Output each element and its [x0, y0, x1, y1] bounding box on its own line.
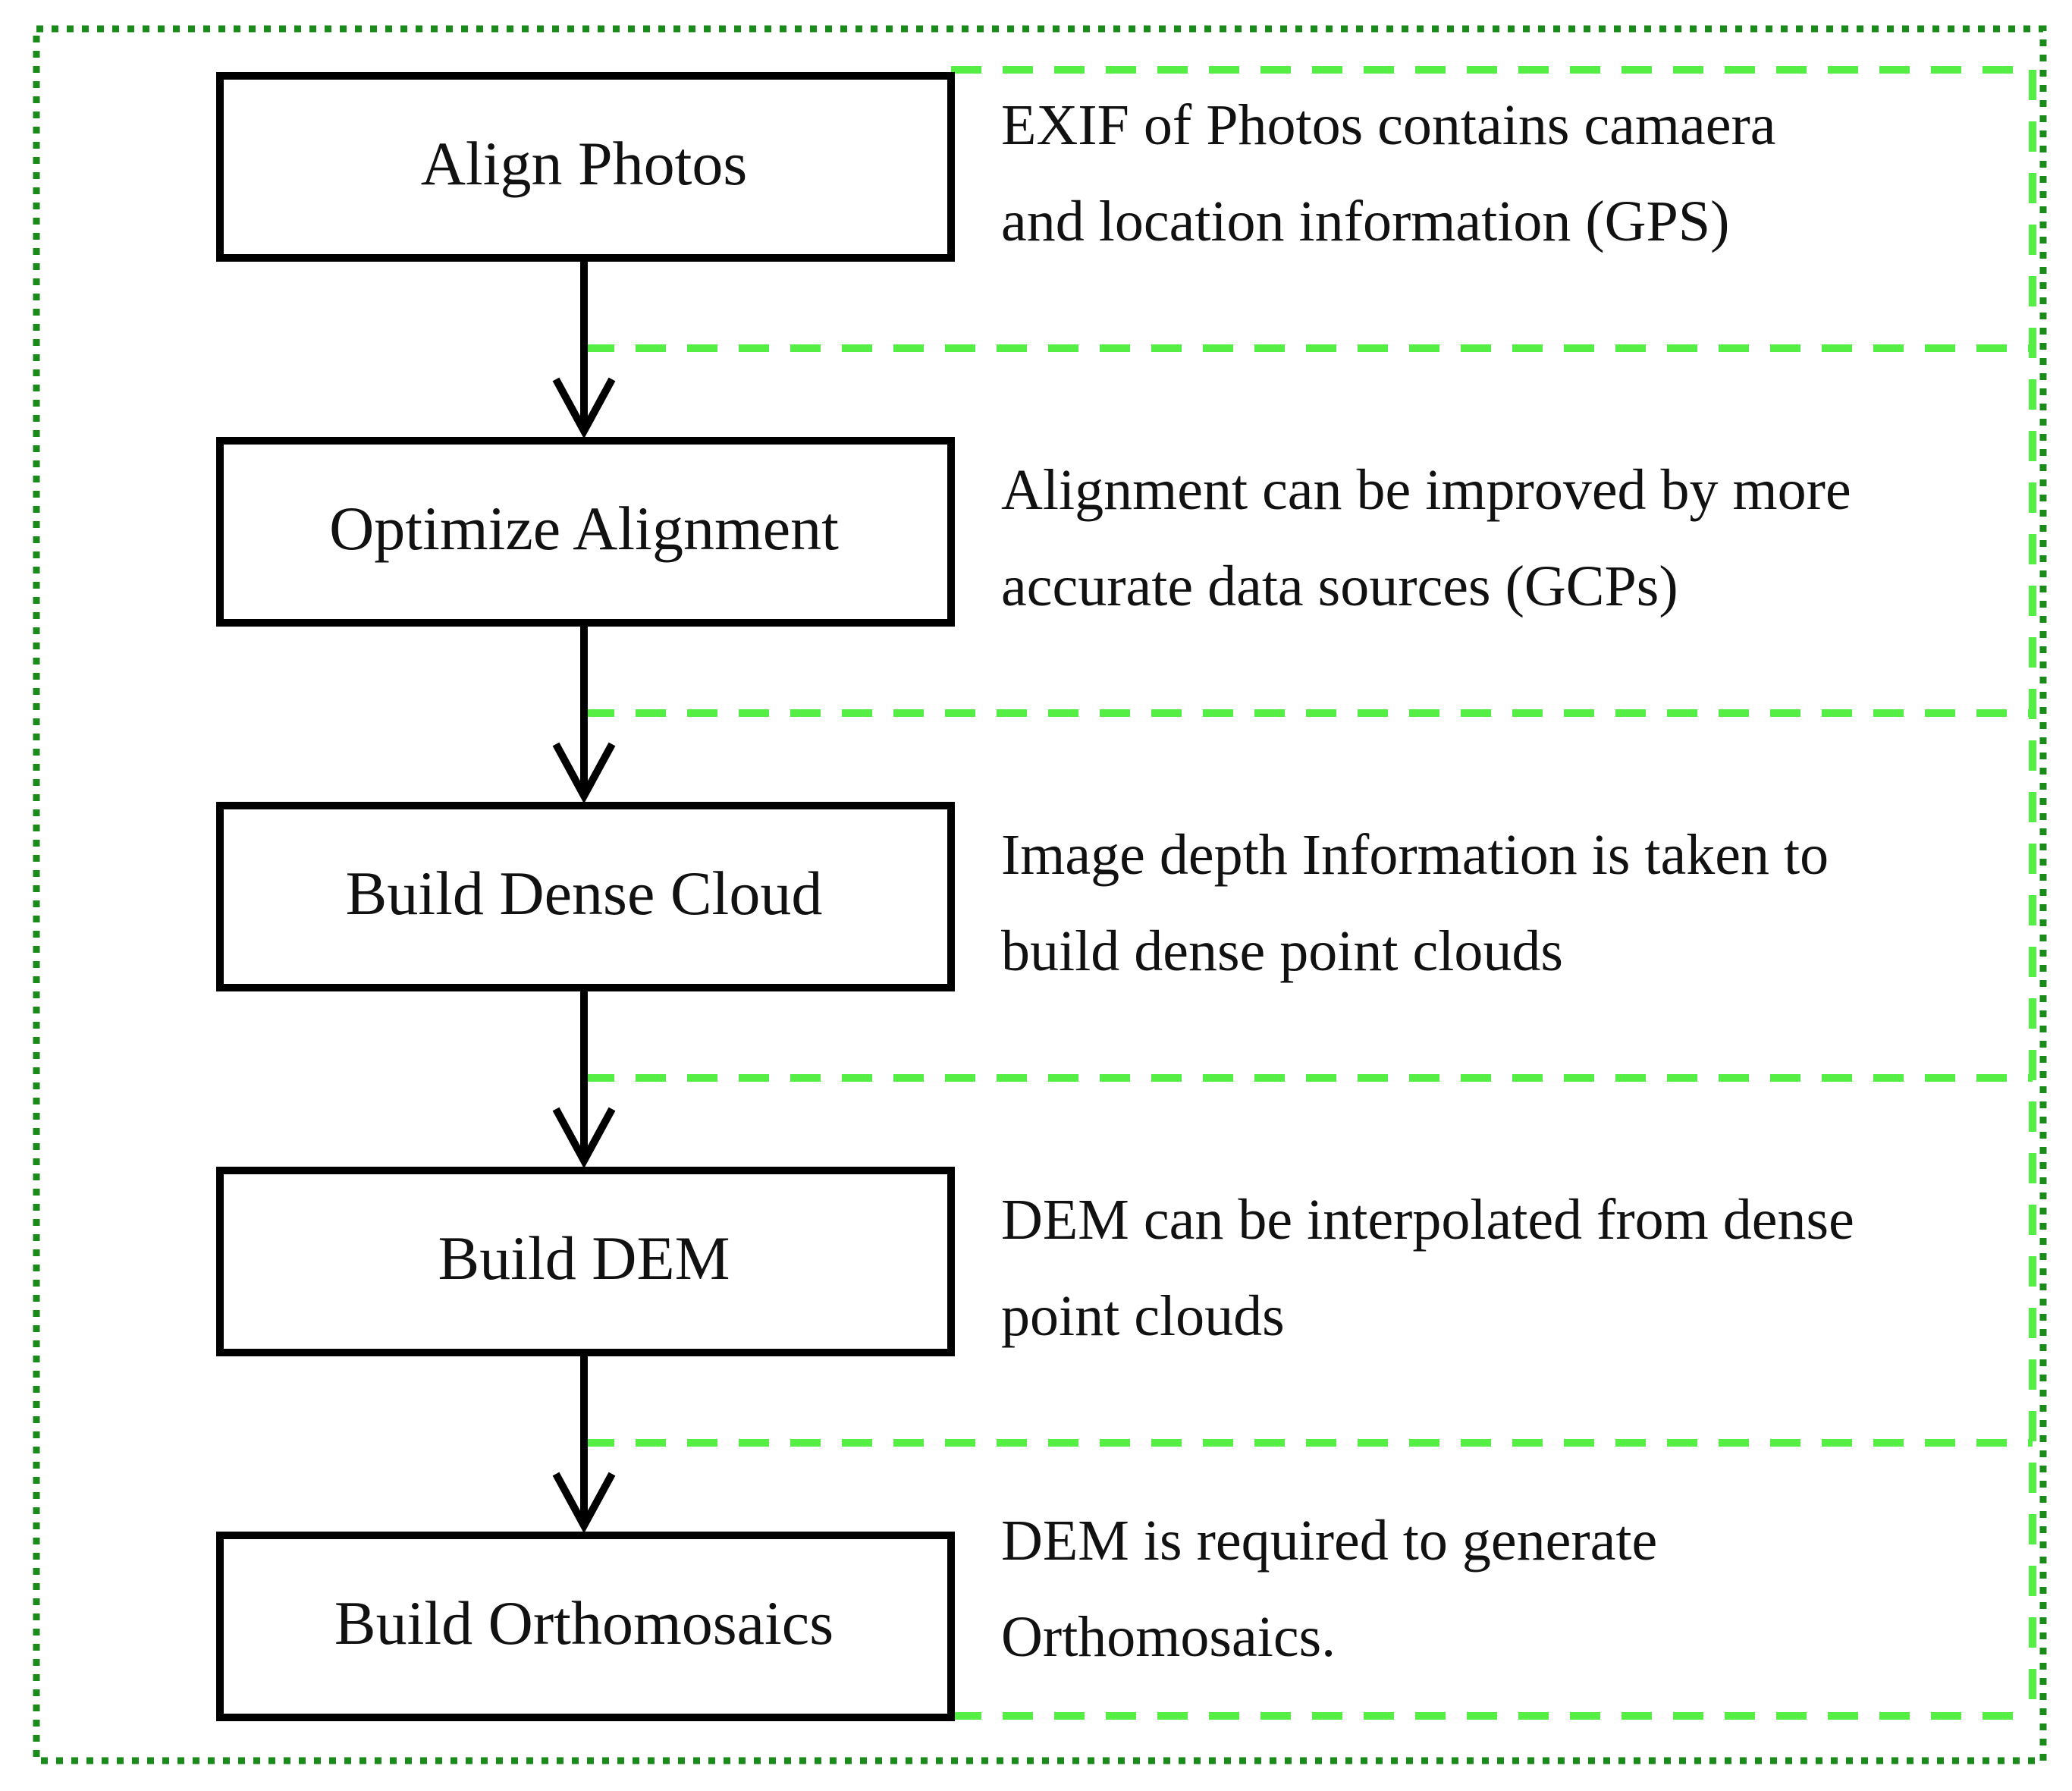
- step-label: Optimize Alignment: [329, 494, 839, 563]
- step-build-dem: Build DEM: [216, 1167, 955, 1356]
- arrow-2: [552, 623, 616, 804]
- step-label: Build Orthomosaics: [334, 1588, 834, 1657]
- outer-frame: [33, 25, 2047, 1764]
- step-label: Align Photos: [421, 129, 748, 198]
- note-line: Alignment can be improved by more: [1001, 458, 1851, 522]
- step-build-dense-cloud: Build Dense Cloud: [216, 802, 955, 991]
- note-optimize-alignment: Alignment can be improved by more accura…: [1001, 458, 1851, 618]
- note-line: Orthomosaics.: [1001, 1605, 1336, 1669]
- step-label: Build Dense Cloud: [346, 859, 823, 928]
- note-align-photos: EXIF of Photos contains camaera and loca…: [1001, 93, 1776, 253]
- note-line: EXIF of Photos contains camaera: [1001, 93, 1776, 157]
- step-align-photos: Align Photos: [216, 72, 955, 262]
- note-line: build dense point clouds: [1001, 919, 1563, 983]
- note-line: DEM can be interpolated from dense: [1001, 1188, 1854, 1252]
- note-build-dense-cloud: Image depth Information is taken to buil…: [1001, 823, 1829, 983]
- arrow-3: [552, 988, 616, 1169]
- step-build-orthomosaics: Build Orthomosaics: [216, 1532, 955, 1721]
- step-optimize-alignment: Optimize Alignment: [216, 437, 955, 627]
- note-line: DEM is required to generate: [1001, 1509, 1657, 1573]
- note-line: accurate data sources (GCPs): [1001, 555, 1678, 618]
- arrow-1: [552, 258, 616, 439]
- note-build-dem: DEM can be interpolated from dense point…: [1001, 1188, 1854, 1348]
- step-label: Build DEM: [438, 1224, 730, 1293]
- note-line: and location information (GPS): [1001, 190, 1729, 253]
- note-line: point clouds: [1001, 1284, 1285, 1348]
- note-line: Image depth Information is taken to: [1001, 823, 1829, 887]
- note-build-orthomosaics: DEM is required to generate Orthomosaics…: [1001, 1509, 1657, 1669]
- arrow-4: [552, 1353, 616, 1534]
